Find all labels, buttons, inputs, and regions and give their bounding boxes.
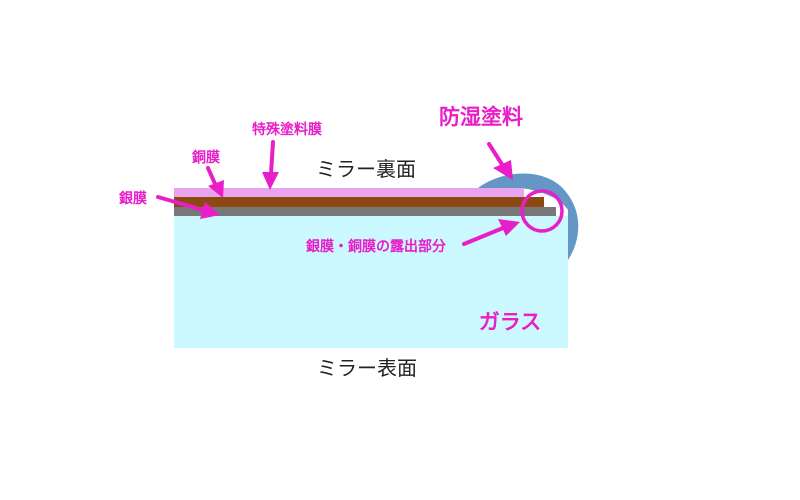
special-coating-film-label: 特殊塗料膜 <box>252 121 322 138</box>
glass-layer <box>174 216 568 348</box>
glass-label: ガラス <box>479 310 542 334</box>
exposed-part-arrow <box>462 219 520 246</box>
copper-film-layer <box>174 197 544 207</box>
silver-film-layer <box>174 207 556 216</box>
moisture-coating-label: 防湿塗料 <box>439 105 523 129</box>
exposed-part-label: 銀膜・銅膜の露出部分 <box>306 238 446 255</box>
special-coating-arrow <box>262 140 279 190</box>
moisture-coating-arrow <box>487 142 513 180</box>
silver-film-arrow <box>156 195 220 219</box>
exposed-part-circle <box>520 189 564 233</box>
back-side-label: ミラー裏面 <box>316 157 416 181</box>
front-side-label: ミラー表面 <box>317 356 417 380</box>
silver-film-label: 銀膜 <box>119 190 147 207</box>
copper-film-arrow <box>206 166 224 198</box>
special-coating-film-layer <box>174 188 524 197</box>
copper-film-label: 銅膜 <box>192 149 220 166</box>
